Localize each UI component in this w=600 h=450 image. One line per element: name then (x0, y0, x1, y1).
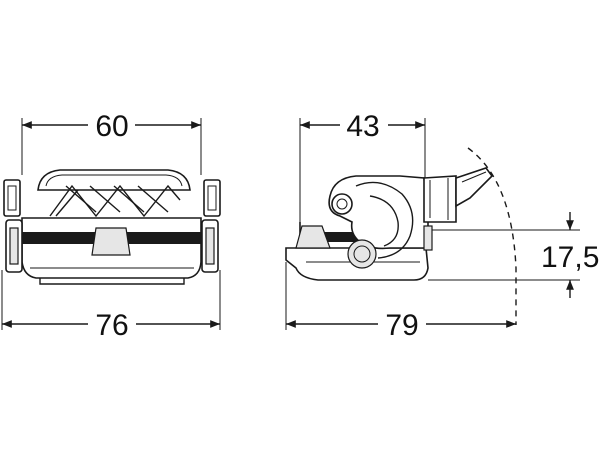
dimension-label-43: 43 (346, 110, 379, 143)
dimension-label-79: 79 (385, 309, 418, 342)
dimension-side-top: 43 (299, 110, 426, 222)
dimension-label-76: 76 (95, 309, 128, 342)
left-bracket (3, 179, 23, 273)
dimension-front-bottom: 76 (1, 270, 221, 342)
dimension-side-bottom: 79 (285, 262, 516, 342)
side-tab (423, 225, 433, 251)
dimension-label-17-5: 17,5 (541, 241, 599, 274)
dimension-label-60: 60 (95, 110, 128, 143)
upper-pivot (331, 193, 353, 215)
dimension-front-top: 60 (21, 110, 202, 175)
front-view: 60 (1, 110, 221, 342)
lattice-handle (49, 184, 181, 218)
side-latch (295, 225, 331, 249)
lower-pivot (347, 239, 377, 269)
center-latch (91, 227, 131, 256)
swing-arc (467, 147, 517, 325)
cable-gland (423, 167, 494, 223)
side-view: 43 (285, 110, 599, 342)
right-bracket (201, 179, 221, 273)
dimension-side-height: 17,5 (428, 212, 599, 298)
cam-lever (355, 181, 414, 259)
